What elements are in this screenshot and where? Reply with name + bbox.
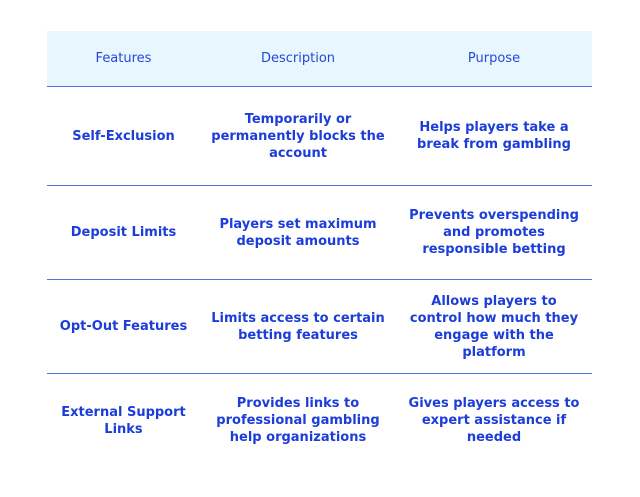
header-row: Features Description Purpose bbox=[47, 31, 592, 87]
description-cell: Temporarily or permanently blocks the ac… bbox=[200, 86, 396, 186]
features-table: Features Description Purpose Self-Exclus… bbox=[47, 31, 592, 467]
table-row: Self-Exclusion Temporarily or permanentl… bbox=[47, 86, 592, 186]
purpose-cell: Helps players take a break from gambling bbox=[396, 86, 592, 186]
table-row: External Support Links Provides links to… bbox=[47, 374, 592, 468]
purpose-cell: Allows players to control how much they … bbox=[396, 279, 592, 374]
feature-cell: External Support Links bbox=[61, 404, 186, 437]
description-cell: Limits access to certain betting feature… bbox=[200, 279, 396, 374]
feature-cell: Deposit Limits bbox=[47, 185, 200, 280]
purpose-cell: Prevents overspending and promotes respo… bbox=[396, 185, 592, 280]
table-row: Deposit Limits Players set maximum depos… bbox=[47, 185, 592, 280]
description-cell: Provides links to professional gambling … bbox=[216, 396, 380, 445]
header-description: Description bbox=[200, 31, 396, 87]
header-purpose: Purpose bbox=[396, 31, 592, 87]
table-row: Opt-Out Features Limits access to certai… bbox=[47, 279, 592, 374]
feature-cell: Opt-Out Features bbox=[47, 279, 200, 374]
description-cell: Players set maximum deposit amounts bbox=[200, 185, 396, 280]
purpose-cell: Gives players access to expert assistanc… bbox=[408, 396, 580, 445]
feature-cell: Self-Exclusion bbox=[47, 86, 200, 186]
header-features: Features bbox=[47, 31, 200, 87]
